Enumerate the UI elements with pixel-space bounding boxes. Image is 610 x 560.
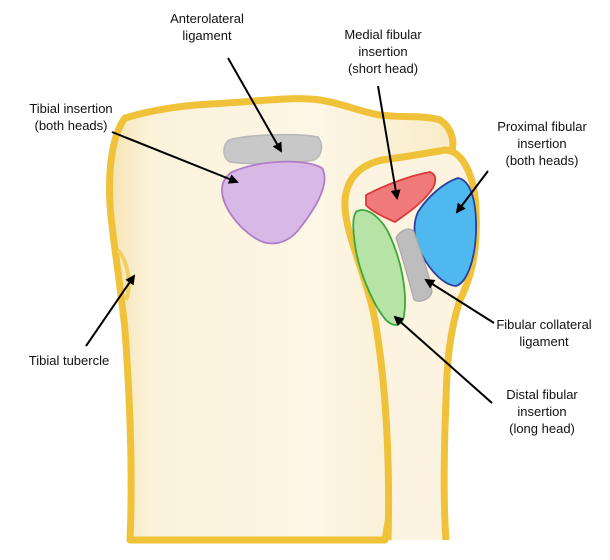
label-tibial-insertion-line1: Tibial insertion	[8, 100, 134, 117]
label-distal-fibular-line1: Distal fibular	[482, 386, 602, 403]
label-fibular-collateral-line2: ligament	[484, 333, 604, 350]
label-tibial-insertion-line2: (both heads)	[8, 117, 134, 134]
label-anterolateral-line1: Anterolateral	[148, 10, 266, 27]
label-tibial-tubercle-line1: Tibial tubercle	[6, 352, 132, 369]
label-fibular-collateral-ligament: Fibular collateral ligament	[484, 316, 604, 350]
label-proximal-fibular-line2: insertion	[482, 135, 602, 152]
label-distal-fibular-line3: (long head)	[482, 420, 602, 437]
label-fibular-collateral-line1: Fibular collateral	[484, 316, 604, 333]
label-medial-fibular-line1: Medial fibular	[320, 26, 446, 43]
label-tibial-tubercle: Tibial tubercle	[6, 352, 132, 369]
label-distal-fibular-insertion: Distal fibular insertion (long head)	[482, 386, 602, 437]
label-proximal-fibular-insertion: Proximal fibular insertion (both heads)	[482, 118, 602, 169]
label-proximal-fibular-line3: (both heads)	[482, 152, 602, 169]
label-medial-fibular-line3: (short head)	[320, 60, 446, 77]
label-distal-fibular-line2: insertion	[482, 403, 602, 420]
label-proximal-fibular-line1: Proximal fibular	[482, 118, 602, 135]
label-medial-fibular-insertion: Medial fibular insertion (short head)	[320, 26, 446, 77]
label-medial-fibular-line2: insertion	[320, 43, 446, 60]
label-anterolateral-ligament: Anterolateral ligament	[148, 10, 266, 44]
anterolateral-ligament-shape	[224, 135, 322, 164]
label-tibial-insertion: Tibial insertion (both heads)	[8, 100, 134, 134]
label-anterolateral-line2: ligament	[148, 27, 266, 44]
